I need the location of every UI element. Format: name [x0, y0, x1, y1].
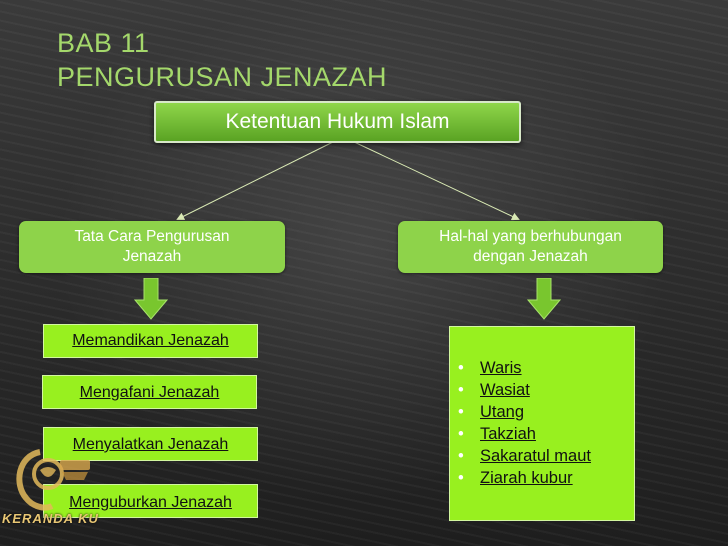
list-item[interactable]: •Ziarah kubur: [458, 469, 573, 487]
bullet-icon: •: [458, 469, 464, 487]
related-topics-list: •Waris •Wasiat •Utang •Takziah •Sakaratu…: [450, 327, 634, 489]
slide-title-line1: BAB 11: [57, 28, 150, 58]
watermark-logo-icon: [16, 449, 90, 511]
watermark-text: KERANDA KU: [2, 511, 99, 526]
list-item[interactable]: •Waris: [458, 359, 522, 377]
branch-hal-hal-line2: dengan Jenazah: [473, 248, 588, 265]
bullet-icon: •: [458, 359, 464, 377]
connector-left: [176, 140, 336, 220]
root-node: Ketentuan Hukum Islam: [154, 101, 521, 143]
connector-right: [351, 140, 520, 221]
step-link-menguburkan[interactable]: Menguburkan Jenazah: [43, 484, 258, 518]
list-item[interactable]: •Sakaratul maut: [458, 447, 591, 465]
step-link-memandikan[interactable]: Memandikan Jenazah: [43, 324, 258, 358]
branch-hal-hal-line1: Hal-hal yang berhubungan: [439, 228, 622, 245]
bullet-icon: •: [458, 447, 464, 465]
down-arrow-icon: [134, 278, 168, 320]
related-topics-box: •Waris •Wasiat •Utang •Takziah •Sakaratu…: [449, 326, 635, 521]
list-item[interactable]: •Wasiat: [458, 381, 530, 399]
branch-tata-cara-line1: Tata Cara Pengurusan: [74, 228, 230, 245]
slide-title-line2: PENGURUSAN JENAZAH: [57, 62, 388, 92]
step-link-menyalatkan[interactable]: Menyalatkan Jenazah: [43, 427, 258, 461]
slide-title: BAB 11 PENGURUSAN JENAZAH: [57, 26, 387, 94]
bullet-icon: •: [458, 403, 464, 421]
step-link-mengafani[interactable]: Mengafani Jenazah: [42, 375, 257, 409]
branch-tata-cara-line2: Jenazah: [122, 248, 182, 265]
branch-hal-hal: Hal-hal yang berhubungan dengan Jenazah: [398, 221, 663, 273]
down-arrow-icon: [527, 278, 561, 320]
bullet-icon: •: [458, 381, 464, 399]
bullet-icon: •: [458, 425, 464, 443]
list-item[interactable]: •Takziah: [458, 425, 536, 443]
branch-tata-cara: Tata Cara Pengurusan Jenazah: [19, 221, 285, 273]
list-item[interactable]: •Utang: [458, 403, 525, 421]
